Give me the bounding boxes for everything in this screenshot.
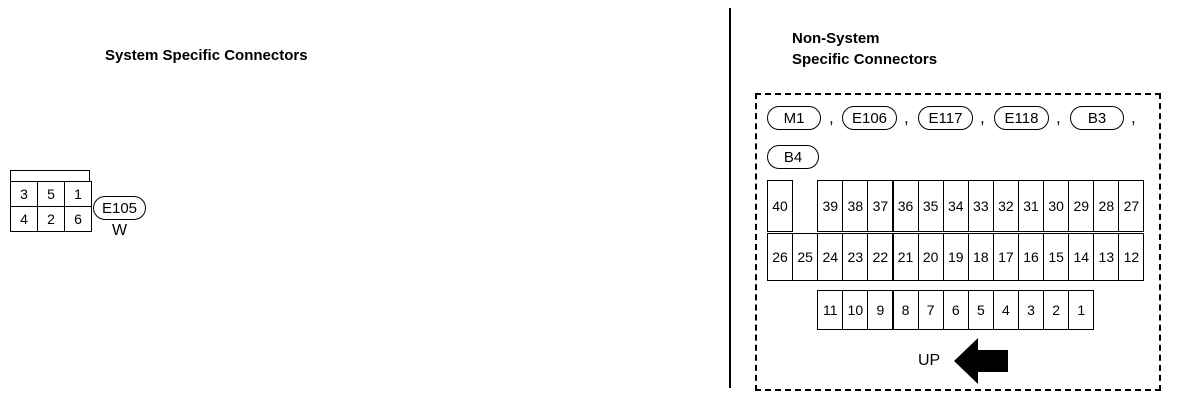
- connector-pin-1: 1: [64, 181, 92, 207]
- connector-pin-17: 17: [992, 233, 1019, 281]
- non-system-connector-group: [755, 93, 1161, 391]
- label-separator: ,: [904, 108, 909, 127]
- connector-pin-4: 4: [10, 206, 38, 232]
- left-panel-title: System Specific Connectors: [105, 47, 308, 64]
- connector-pin-27: 27: [1118, 180, 1145, 232]
- connector-pin-2: 2: [37, 206, 65, 232]
- connector-pin-21: 21: [892, 233, 919, 281]
- connector-label-e117: E117: [918, 106, 973, 130]
- connector-pin-12: 12: [1118, 233, 1145, 281]
- label-separator: ,: [1056, 108, 1061, 127]
- connector-pin-2: 2: [1043, 290, 1070, 330]
- connector-pin-3: 3: [10, 181, 38, 207]
- connector-pin-25: 25: [792, 233, 819, 281]
- right-panel-title-line2: Specific Connectors: [792, 51, 938, 68]
- label-separator: ,: [980, 108, 985, 127]
- connector-pin-31: 31: [1018, 180, 1045, 232]
- connector-label-b4: B4: [767, 145, 819, 169]
- connector-pin-35: 35: [917, 180, 944, 232]
- connector-pin-16: 16: [1018, 233, 1045, 281]
- connector-pin-13: 13: [1093, 233, 1120, 281]
- connector-pin-6: 6: [64, 206, 92, 232]
- connector-pin-26: 26: [767, 233, 794, 281]
- connector-pin-14: 14: [1068, 233, 1095, 281]
- connector-color-code: W: [112, 222, 128, 239]
- connector-pin-40: 40: [767, 180, 794, 232]
- connector-pin-20: 20: [917, 233, 944, 281]
- connector-pin-34: 34: [942, 180, 969, 232]
- connector-pin-18: 18: [967, 233, 994, 281]
- connector-pin-5: 5: [967, 290, 994, 330]
- right-panel-title-line1: Non-System: [792, 30, 880, 47]
- connector-pin-29: 29: [1068, 180, 1095, 232]
- connector-label-b3: B3: [1070, 106, 1124, 130]
- connector-pin-38: 38: [842, 180, 869, 232]
- connector-pin-15: 15: [1043, 233, 1070, 281]
- label-separator: ,: [829, 108, 834, 127]
- connector-pin-36: 36: [892, 180, 919, 232]
- connector-pin-39: 39: [817, 180, 844, 232]
- connector-pin-24: 24: [817, 233, 844, 281]
- left-arrow-icon: [954, 338, 1008, 384]
- connector-pin-33: 33: [967, 180, 994, 232]
- connector-label-e118: E118: [994, 106, 1049, 130]
- connector-pin-1: 1: [1068, 290, 1095, 330]
- connector-pin-19: 19: [942, 233, 969, 281]
- connector-pin-5: 5: [37, 181, 65, 207]
- label-separator: ,: [1131, 108, 1136, 127]
- connector-pin-28: 28: [1093, 180, 1120, 232]
- connector-pin-7: 7: [917, 290, 944, 330]
- connector-pin-10: 10: [842, 290, 869, 330]
- connector-label-m1: M1: [767, 106, 821, 130]
- connector-pin-23: 23: [842, 233, 869, 281]
- connector-pin-6: 6: [942, 290, 969, 330]
- connector-pin-3: 3: [1018, 290, 1045, 330]
- connector-pin-22: 22: [867, 233, 894, 281]
- connector-pin-4: 4: [992, 290, 1019, 330]
- panel-divider: [729, 8, 731, 388]
- connector-pin-11: 11: [817, 290, 844, 330]
- connector-pin-30: 30: [1043, 180, 1070, 232]
- connector-label-e105: E105: [93, 196, 146, 220]
- connector-pin-37: 37: [867, 180, 894, 232]
- up-label: UP: [918, 352, 941, 369]
- connector-pin-9: 9: [867, 290, 894, 330]
- connector-pin-32: 32: [992, 180, 1019, 232]
- connector-label-e106: E106: [842, 106, 897, 130]
- connector-pin-8: 8: [892, 290, 919, 330]
